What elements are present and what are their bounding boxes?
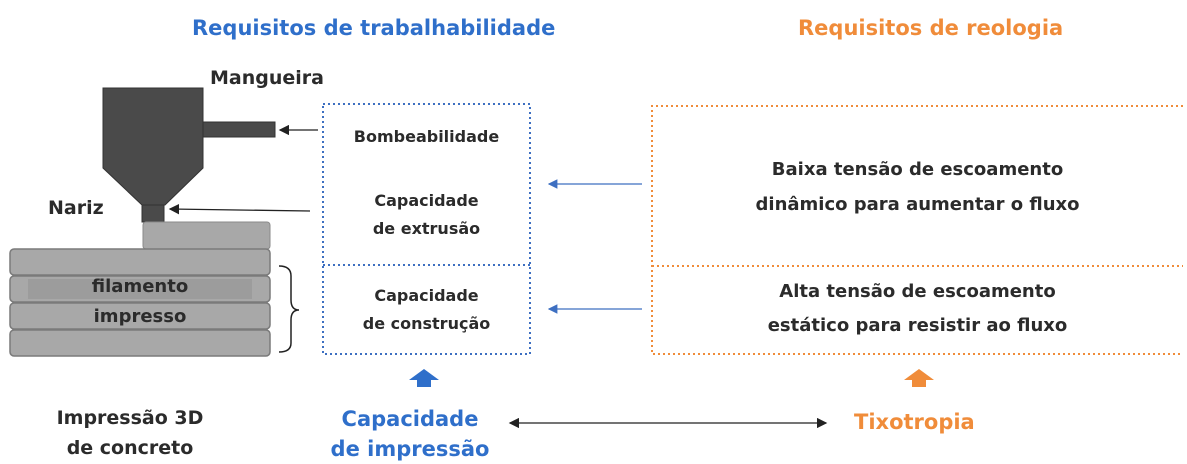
caption-line1: Impressão 3D	[56, 407, 204, 429]
filament-label-line1: filamento	[91, 276, 189, 297]
printer-hopper	[102, 87, 204, 223]
heading-workability: Requisitos de trabalhabilidade	[192, 16, 556, 40]
rheology-box	[651, 105, 1183, 355]
extruded-filament	[142, 221, 271, 250]
static-line2: estático para resistir ao fluxo	[767, 315, 1068, 336]
thixotropy-label: Tixotropia	[854, 410, 975, 434]
static-line1: Alta tensão de escoamento	[779, 281, 1056, 302]
arrow-to-nozzle	[168, 203, 311, 215]
printability-line2: de impressão	[330, 437, 490, 461]
printability-line1: Capacidade	[341, 407, 479, 431]
buildability-line1: Capacidade	[374, 286, 479, 305]
extrudability-line1: Capacidade	[374, 191, 479, 210]
extrudability-line2: de extrusão	[372, 219, 481, 238]
printed-layers	[9, 248, 271, 357]
buildability-line2: de construção	[362, 314, 491, 333]
hose	[202, 121, 276, 138]
caption-line2: de concreto	[66, 437, 194, 459]
dynamic-line1: Baixa tensão de escoamento	[771, 159, 1064, 180]
heading-rheology: Requisitos de reologia	[798, 16, 1064, 40]
up-arrow-orange-icon	[904, 369, 934, 387]
pumpability-label: Bombeabilidade	[353, 127, 500, 146]
up-arrow-blue-icon	[409, 369, 439, 387]
dynamic-line2: dinâmico para aumentar o fluxo	[755, 194, 1080, 215]
workability-box	[322, 103, 531, 355]
layers-bracket	[278, 265, 300, 353]
hose-label: Mangueira	[210, 67, 324, 89]
nozzle-label: Nariz	[48, 197, 104, 219]
filament-label-line2: impresso	[93, 306, 187, 327]
